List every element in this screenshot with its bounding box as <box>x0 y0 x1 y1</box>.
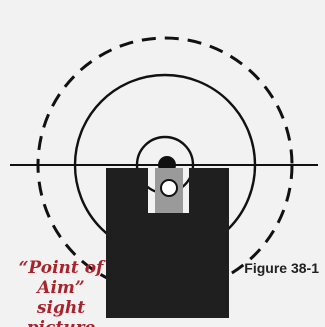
front-sight-dot <box>160 179 178 197</box>
caption-line-1: “Point of Aim” <box>18 258 104 298</box>
rear-sight-block <box>106 168 229 318</box>
caption-line-2: sight picture <box>27 298 96 327</box>
figure-number-label: Figure 38-1 <box>244 260 319 276</box>
sight-picture-caption: “Point of Aim” sight picture <box>6 258 116 327</box>
